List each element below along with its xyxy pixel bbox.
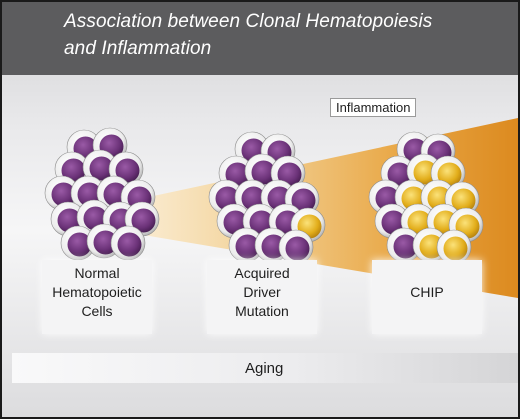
normal-cell-nucleus xyxy=(277,162,302,187)
normal-cell-nucleus xyxy=(387,162,412,187)
normal-cell-nucleus xyxy=(251,160,276,185)
aging-label: Aging xyxy=(245,360,284,377)
normal-cell-nucleus xyxy=(393,234,418,259)
normal-cells-label-line-1: Normal xyxy=(74,265,120,281)
aging-arrow xyxy=(12,353,518,383)
normal-cells-label-box xyxy=(42,260,152,334)
normal-cell-nucleus xyxy=(89,156,114,181)
driver-mutation-label-line-1: Acquired xyxy=(234,265,290,281)
normal-cell-nucleus xyxy=(131,208,156,233)
title-line-1: Association between Clonal Hematopoiesis xyxy=(64,11,433,32)
chip-label-line-1: CHIP xyxy=(410,284,444,300)
mutant-cell-nucleus xyxy=(437,162,462,187)
normal-cell-nucleus xyxy=(61,158,86,183)
title-bar: Association between Clonal Hematopoiesis… xyxy=(2,2,518,75)
normal-cells-label: Normal Hematopoietic Cells xyxy=(32,264,162,321)
driver-mutation-label-line-3: Mutation xyxy=(235,303,289,319)
normal-cell-nucleus xyxy=(261,234,286,259)
normal-cell-nucleus xyxy=(225,162,250,187)
diagram-art xyxy=(44,118,518,298)
cell-clusters xyxy=(44,127,484,265)
mutant-cell-nucleus xyxy=(443,236,468,261)
normal-cells-label-line-3: Cells xyxy=(81,303,113,319)
normal-cells-label-line-2: Hematopoietic xyxy=(52,284,142,300)
normal-cell-nucleus xyxy=(67,232,92,257)
normal-cell-nucleus xyxy=(115,158,140,183)
mutant-cell-nucleus xyxy=(413,160,438,185)
chip-label: CHIP xyxy=(362,283,492,302)
driver-mutation-label-line-2: Driver xyxy=(243,284,281,300)
normal-cell-nucleus xyxy=(51,182,76,207)
normal-cell-nucleus xyxy=(93,230,118,255)
normal-cell-nucleus xyxy=(285,236,310,261)
inflammation-label: Inflammation xyxy=(330,98,417,117)
mutant-cell-nucleus xyxy=(451,188,476,213)
title-line-2: and Inflammation xyxy=(64,38,212,59)
driver-mutation-label: Acquired Driver Mutation xyxy=(197,264,327,321)
normal-cell-nucleus xyxy=(291,188,316,213)
mutant-cell-nucleus xyxy=(419,234,444,259)
chip-label-box xyxy=(372,260,482,334)
driver-mutation-label-box xyxy=(207,260,317,334)
normal-cell-nucleus xyxy=(117,232,142,257)
normal-cell-nucleus xyxy=(235,234,260,259)
